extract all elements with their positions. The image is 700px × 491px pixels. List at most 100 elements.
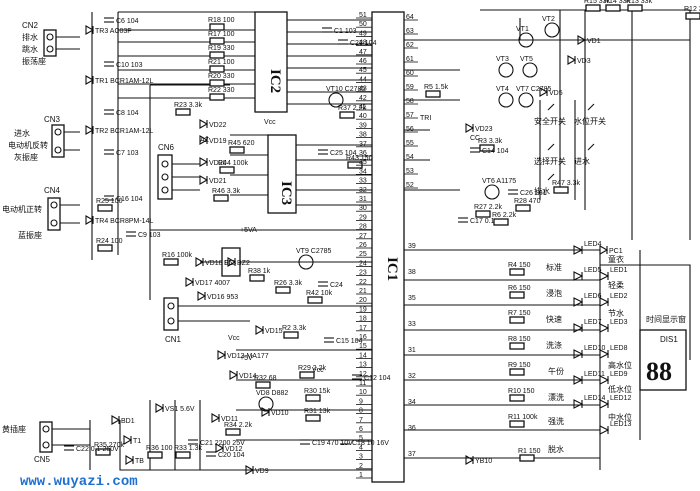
cn3-desc-3: 灰振座 <box>14 152 38 162</box>
transistor-symbol <box>258 396 274 412</box>
switch-symbol <box>587 143 595 151</box>
ic1-pin-number: 58 <box>406 98 414 105</box>
cn5-connector: 黄插座 CN5 <box>2 421 53 464</box>
ic1-pin-number: 48 <box>359 40 367 47</box>
led-label: LED8 <box>610 345 628 352</box>
semiconductor-symbol <box>85 125 95 135</box>
ic1-pin-number: 11 <box>359 380 366 387</box>
cn4-desc-2: 蓝振座 <box>18 230 42 240</box>
ic2-label: IC2 <box>267 69 283 93</box>
ic1-pin-number: 60 <box>406 70 414 77</box>
resistor-label: R11 100k <box>508 414 538 421</box>
semiconductor-symbol <box>261 407 271 417</box>
resistor-symbol <box>425 90 441 98</box>
resistor-symbol <box>509 291 525 299</box>
resistor-symbol <box>97 204 113 212</box>
resistor-symbol <box>283 331 299 339</box>
semiconductor-label: VD11 <box>221 416 238 423</box>
ic1-pin-number: 37 <box>359 141 367 148</box>
cn2-desc-2: 跳水 <box>22 44 38 54</box>
transistor-label: VT3 <box>496 56 509 63</box>
ic1-pin-number: 59 <box>406 84 414 91</box>
resistor-label: R6 2.2k <box>492 212 517 219</box>
resistor-label: R8 150 <box>508 336 531 343</box>
ic1-pin-number: 35 <box>359 159 367 166</box>
switch-symbol <box>547 143 555 151</box>
semiconductor-label: VD1 <box>587 38 601 45</box>
capacitor-label: C8 104 <box>116 110 139 117</box>
resistor-symbol <box>553 186 569 194</box>
misc-label: CC <box>470 135 480 142</box>
semiconductor-symbol <box>195 257 205 267</box>
cn6-connector: CN6 <box>157 143 175 200</box>
semiconductor-label: VD23 <box>475 126 493 133</box>
transistor-label: VD8 D882 <box>256 390 288 397</box>
resistor-label: R27 2.2k <box>474 204 503 211</box>
led-symbol <box>573 375 584 385</box>
resistor-label: R21 100 <box>208 59 235 66</box>
resistor-label: R46 3.3k <box>212 188 241 195</box>
led-function-label: 标准 <box>546 262 562 272</box>
transistor-label: VT10 C2785 <box>326 86 365 93</box>
ic1-pin-number: 39 <box>408 243 416 250</box>
semiconductor-symbol <box>465 123 475 133</box>
led-symbol <box>573 271 584 281</box>
resistor-symbol <box>509 268 525 276</box>
semiconductor-label: VD13 MA177 <box>227 353 269 360</box>
ic1-pin-number: 12 <box>359 371 367 378</box>
ic1-pin-number: 49 <box>359 30 367 37</box>
resistor-symbol <box>339 111 355 119</box>
resistor-label: R14 33k <box>604 0 631 5</box>
semiconductor-label: TR3 AC03F <box>95 28 132 35</box>
misc-label: +5V <box>240 355 253 362</box>
transistor-label: VT2 <box>542 16 555 23</box>
resistor-label: R5 1.5k <box>424 84 449 91</box>
ic1-right-pins: 5150494847464544434241403938373635343332… <box>356 12 372 479</box>
resistor-label: R3 3.3k <box>478 138 503 145</box>
resistor-label: R24 100 <box>96 238 123 245</box>
resistor-symbol <box>229 146 245 154</box>
semiconductor-symbol <box>229 370 239 380</box>
resistor-label: R15 33k <box>584 0 611 5</box>
ic1-pin-number: 3 <box>359 454 363 461</box>
led-symbol <box>573 323 584 333</box>
ic1-pin-number: 45 <box>359 67 367 74</box>
ic1-pin-number: 2 <box>359 463 363 470</box>
resistor-symbol <box>209 65 225 73</box>
led-label: LED4 <box>584 241 602 248</box>
ic1-pin-number: 26 <box>359 242 367 249</box>
resistor-symbol <box>509 420 525 428</box>
resistor-label: R31 13k <box>304 408 331 415</box>
switch-label: 排水 <box>534 186 550 196</box>
semiconductor-label: TB <box>135 458 144 465</box>
switch-label: 水位开关 <box>574 116 606 126</box>
semiconductor-label: VD22 <box>209 122 227 129</box>
wiring <box>52 9 691 471</box>
ic1-pin-number: 9 <box>359 398 363 405</box>
resistor-symbol <box>95 448 111 456</box>
cn1-ref: CN1 <box>165 335 182 344</box>
led-function-label: 午份 <box>548 366 564 376</box>
transistor-label: VT1 <box>516 26 529 33</box>
led-function-label: 高水位 <box>608 360 632 370</box>
resistor-label: R30 15k <box>304 388 331 395</box>
ic1-pin-number: 52 <box>406 182 414 189</box>
cn1-connector: CN1 <box>163 297 182 344</box>
capacitor-label: C26 101 <box>520 190 547 197</box>
resistor-symbol <box>509 316 525 324</box>
cn2-ref: CN2 <box>22 21 39 30</box>
resistor-label: R29 2.2k <box>298 365 327 372</box>
led-label: LED7 <box>584 319 602 326</box>
led-label: LED9 <box>610 371 628 378</box>
supply-label: Vcc <box>312 367 324 374</box>
ic1-pin-number: 33 <box>408 321 416 328</box>
ic1-pin-number: 10 <box>359 389 367 396</box>
ic1-pin-number: 63 <box>406 28 414 35</box>
resistor-symbol <box>249 274 265 282</box>
semiconductor-label: VD14 <box>239 373 257 380</box>
resistor-label: R38 1k <box>248 268 271 275</box>
resistor-label: R6 150 <box>508 285 531 292</box>
resistor-symbol <box>509 342 525 350</box>
